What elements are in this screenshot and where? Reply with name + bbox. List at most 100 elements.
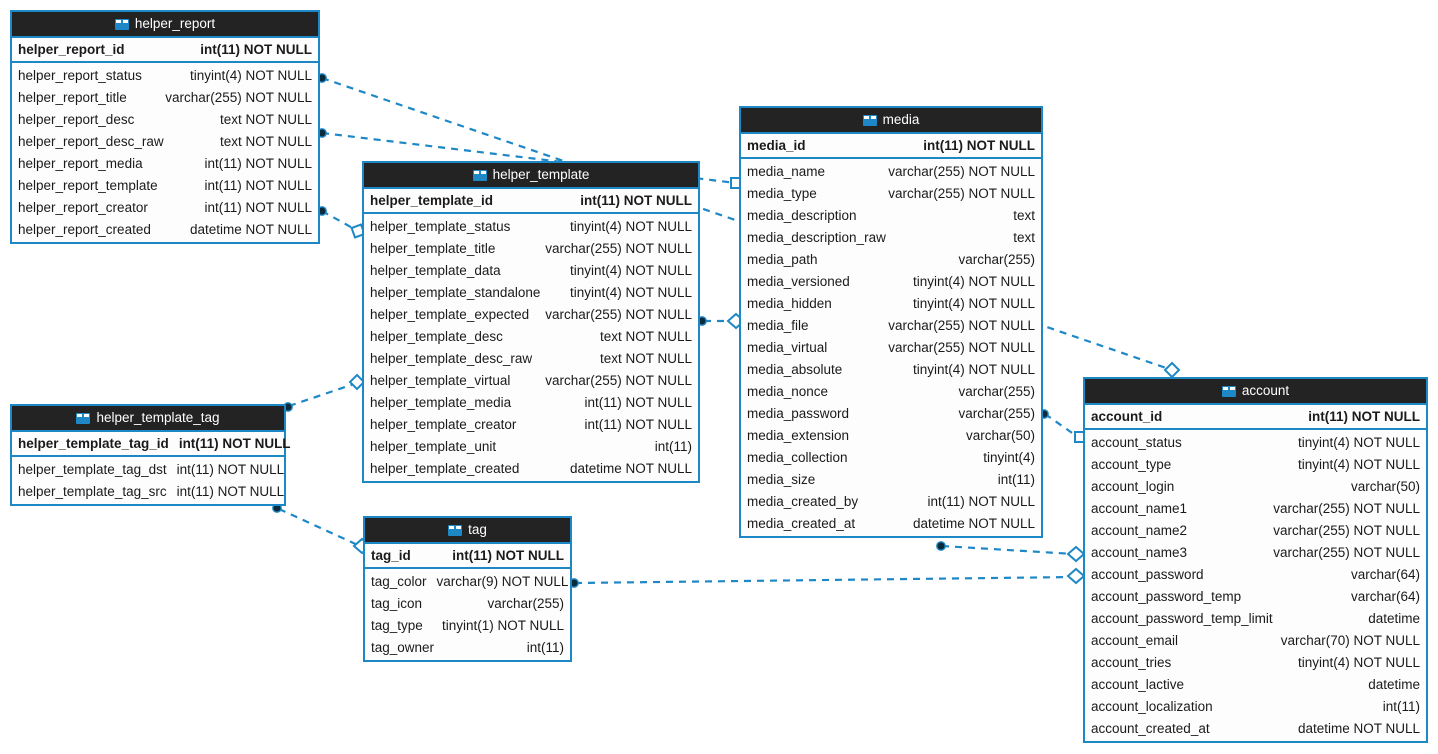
column-type: text bbox=[1013, 229, 1035, 245]
entity-title: helper_template_tag bbox=[96, 410, 220, 425]
column-name: account_email bbox=[1091, 632, 1179, 648]
entity-header-tag[interactable]: tag bbox=[365, 518, 570, 544]
column-name: media_password bbox=[747, 405, 850, 421]
entity-header-media[interactable]: media bbox=[741, 108, 1041, 134]
column-name: helper_template_created bbox=[370, 460, 520, 476]
column-type: tinyint(4) NOT NULL bbox=[912, 295, 1035, 311]
column-type: int(11) bbox=[1382, 698, 1420, 714]
pk-column-type: int(11) NOT NULL bbox=[580, 193, 692, 208]
table-icon bbox=[862, 114, 877, 126]
column-type: varchar(255) bbox=[487, 595, 564, 611]
field-row[interactable]: account_email varchar(70) NOT NULL bbox=[1085, 629, 1426, 651]
column-type: varchar(70) NOT NULL bbox=[1280, 632, 1420, 648]
table-icon bbox=[448, 524, 463, 536]
entity-header-account[interactable]: account bbox=[1085, 379, 1426, 405]
column-type: int(11) NOT NULL bbox=[176, 483, 285, 499]
column-type: int(11) NOT NULL bbox=[584, 416, 692, 432]
pk-column-type: int(11) NOT NULL bbox=[178, 436, 291, 451]
column-name: media_absolute bbox=[747, 361, 843, 377]
column-type: tinyint(4) NOT NULL bbox=[1297, 654, 1420, 670]
entity-header-helper_template[interactable]: helper_template bbox=[364, 163, 698, 189]
column-type: varchar(255) NOT NULL bbox=[888, 317, 1035, 333]
entity-helper_template_tag[interactable]: helper_template_tag helper_template_tag_i… bbox=[10, 404, 291, 506]
column-name: media_extension bbox=[747, 427, 850, 443]
column-type: int(11) NOT NULL bbox=[204, 177, 312, 193]
column-name: media_name bbox=[747, 163, 826, 179]
column-type: varchar(50) bbox=[1350, 478, 1420, 494]
entity-header-helper_template_tag[interactable]: helper_template_tag bbox=[12, 406, 284, 432]
column-type: tinyint(4) NOT NULL bbox=[1297, 456, 1420, 472]
entity-header-helper_report[interactable]: helper_report bbox=[12, 12, 318, 38]
